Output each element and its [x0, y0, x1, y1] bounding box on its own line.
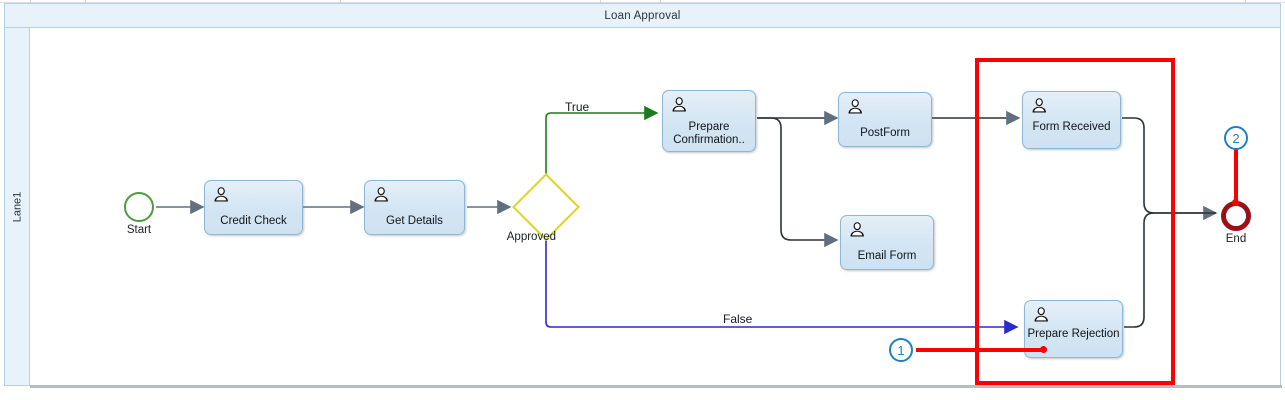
task-form-received[interactable]: Form Received: [1022, 91, 1121, 149]
annotation-highlight-box: [975, 58, 1175, 385]
callout-1[interactable]: 1: [889, 338, 913, 362]
start-event-label: Start: [126, 224, 152, 236]
task-post-form[interactable]: PostForm: [838, 92, 932, 147]
user-task-icon: [1030, 97, 1050, 116]
task-label: Form Received: [1032, 121, 1111, 133]
callout-1-number: 1: [897, 342, 905, 358]
user-task-icon: [846, 98, 866, 117]
task-label: Email Form: [857, 250, 917, 262]
task-credit-check[interactable]: Credit Check: [204, 180, 303, 235]
task-email-form[interactable]: Email Form: [840, 215, 934, 270]
callout-2[interactable]: 2: [1224, 126, 1248, 150]
callout-2-endpoint-dot: [1232, 199, 1239, 206]
task-label: Credit Check: [220, 215, 287, 227]
user-task-icon: [372, 186, 392, 205]
callout-1-leader-line: [916, 348, 1044, 352]
callout-2-number: 2: [1232, 130, 1240, 146]
callout-1-endpoint-dot: [1040, 346, 1047, 353]
callout-2-leader-line: [1234, 148, 1238, 206]
user-task-icon: [212, 186, 232, 205]
task-prepare-confirmation[interactable]: Prepare Confirmation..: [662, 90, 756, 152]
edge-label-false: False: [723, 312, 753, 326]
task-label: PostForm: [860, 127, 910, 139]
start-event[interactable]: [124, 192, 154, 222]
task-label: Prepare Rejection: [1027, 328, 1120, 340]
task-label: Prepare Confirmation..: [673, 121, 745, 146]
window-top-strip: [0, 0, 1285, 3]
user-task-icon: [848, 221, 868, 240]
edge-label-true: True: [565, 100, 590, 114]
user-task-icon: [1032, 306, 1052, 325]
user-task-icon: [670, 96, 690, 115]
task-label: Get Details: [386, 215, 443, 227]
lane-label-text: Lane1: [11, 191, 23, 222]
pool-title: Loan Approval: [604, 9, 681, 22]
pool-title-bar[interactable]: Loan Approval: [4, 3, 1281, 28]
end-event-label: End: [1225, 233, 1247, 245]
task-get-details[interactable]: Get Details: [364, 180, 465, 235]
gateway-label: Approved: [506, 231, 556, 243]
lane-header[interactable]: Lane1: [4, 28, 30, 386]
